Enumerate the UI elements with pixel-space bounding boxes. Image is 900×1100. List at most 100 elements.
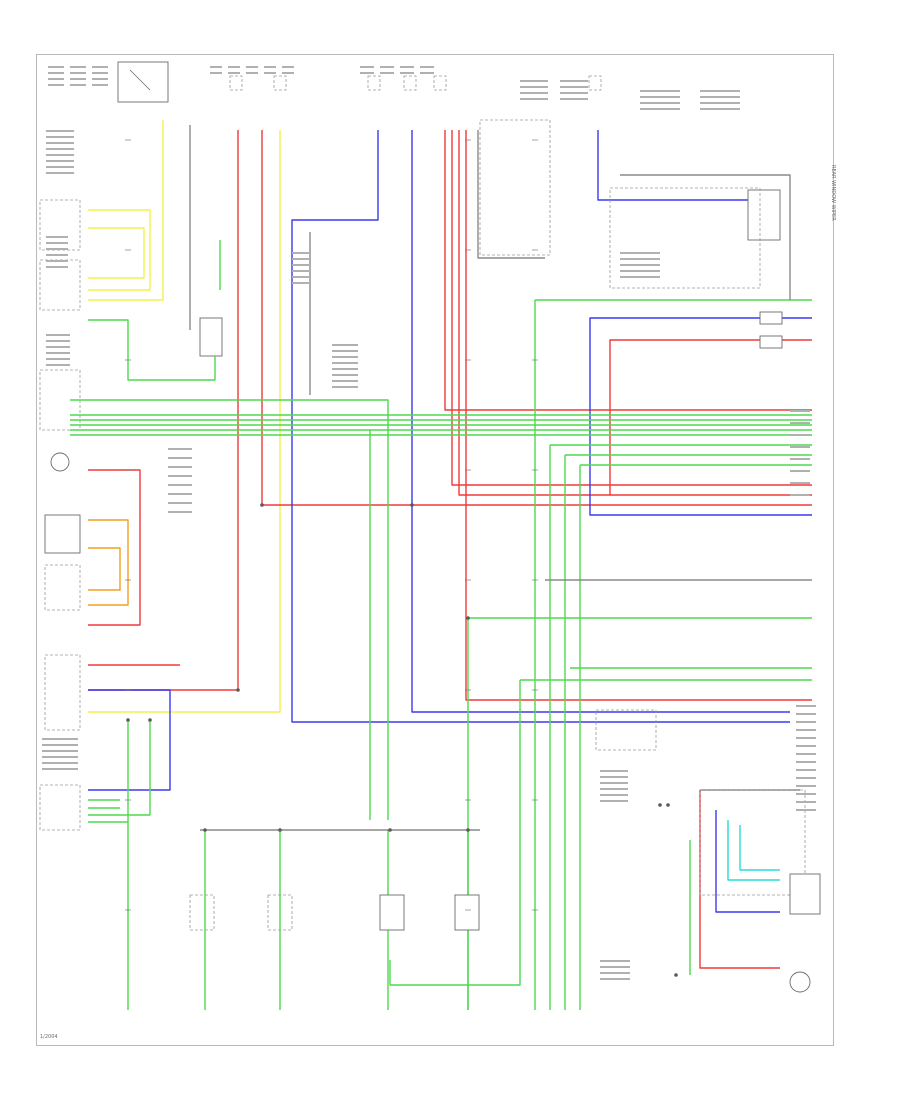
annotation-mark — [520, 80, 548, 82]
fuse-3 — [403, 75, 417, 91]
annotation-mark — [210, 72, 222, 74]
annotation-mark — [600, 776, 628, 778]
annotation-mark — [46, 248, 68, 250]
fuse-2 — [367, 75, 381, 91]
wire-red-bus-2 — [458, 130, 812, 496]
annotation-mark — [332, 344, 358, 346]
annotation-mark — [46, 154, 74, 156]
annotation-mark — [92, 72, 108, 74]
left-motor — [50, 452, 70, 472]
left-rear-switch — [44, 564, 81, 611]
wire-gray-top — [477, 130, 545, 259]
annotation-mark — [282, 72, 294, 74]
splice-11 — [666, 803, 670, 807]
annotation-mark — [46, 242, 68, 244]
annotation-mark — [46, 160, 74, 162]
annotation-mark — [46, 364, 70, 366]
splice-8 — [126, 718, 130, 722]
annotation-mark — [332, 386, 358, 388]
annotation-mark — [70, 78, 86, 80]
annotation-mark — [42, 744, 78, 746]
annotation-mark — [420, 72, 434, 74]
rear-wiper-relay — [199, 317, 223, 357]
wire-red-bus-0 — [444, 130, 812, 411]
wire-yellow-long — [88, 130, 281, 713]
annotation-mark — [796, 777, 816, 779]
wire-red-rr-motor — [699, 790, 780, 969]
annotation-mark — [332, 356, 358, 358]
wire-yellow-switch-2 — [88, 227, 145, 279]
annotation-mark — [600, 960, 630, 962]
annotation-mark — [264, 72, 276, 74]
annotation-mark — [48, 72, 64, 74]
annotation-mark — [560, 98, 588, 100]
wire-cyan-1 — [727, 820, 780, 881]
annotation-mark — [46, 254, 68, 256]
wire-green-left-conn — [88, 720, 151, 816]
annotation-mark — [292, 276, 310, 278]
center-junction — [479, 119, 551, 256]
annotation-mark — [620, 276, 660, 278]
annotation-mark — [620, 258, 660, 260]
annotation-mark — [796, 713, 816, 715]
annotation-mark — [640, 108, 680, 110]
fuse-0 — [229, 75, 243, 91]
annotation-mark — [46, 352, 70, 354]
annotation-mark — [246, 66, 258, 68]
annotation-mark — [520, 92, 548, 94]
annotation-mark — [796, 785, 816, 787]
annotation-mark — [228, 66, 240, 68]
annotation-mark — [700, 90, 740, 92]
splice-0 — [236, 688, 240, 692]
annotation-mark — [790, 482, 810, 484]
annotation-mark — [640, 96, 680, 98]
wire-red-right — [609, 339, 812, 495]
annotation-mark — [796, 729, 816, 731]
annotation-mark — [48, 66, 64, 68]
annotation-mark — [600, 782, 628, 784]
annotation-mark — [46, 334, 70, 336]
annotation-mark — [520, 98, 548, 100]
splice-12 — [674, 973, 678, 977]
wire-green-down — [70, 399, 389, 820]
fuse-5 — [588, 75, 602, 91]
annotation-mark — [48, 84, 64, 86]
splice-7 — [466, 828, 470, 832]
wire-blue-right — [589, 317, 812, 516]
right-upper-block — [609, 187, 761, 289]
annotation-mark — [292, 282, 310, 284]
annotation-mark — [168, 466, 192, 468]
ground-component-2 — [454, 894, 480, 931]
annotation-mark — [796, 721, 816, 723]
splice-3 — [466, 616, 470, 620]
left-control-module — [44, 654, 81, 731]
splice-10 — [658, 803, 662, 807]
ground-component-3 — [189, 894, 215, 931]
annotation-mark — [168, 484, 192, 486]
splice-4 — [388, 828, 392, 832]
annotation-mark — [46, 136, 74, 138]
annotation-mark — [600, 788, 628, 790]
right-connector-2 — [759, 335, 783, 349]
annotation-mark — [790, 434, 810, 436]
annotation-mark — [790, 410, 810, 412]
annotation-mark — [332, 380, 358, 382]
annotation-mark — [46, 130, 74, 132]
annotation-mark — [42, 738, 78, 740]
annotation-mark — [360, 72, 374, 74]
annotation-mark — [796, 793, 816, 795]
annotation-mark — [600, 770, 628, 772]
annotation-mark — [46, 266, 68, 268]
annotation-mark — [70, 66, 86, 68]
annotation-mark — [520, 86, 548, 88]
annotation-mark — [420, 66, 434, 68]
annotation-mark — [264, 66, 276, 68]
annotation-mark — [46, 172, 74, 174]
annotation-mark — [168, 457, 192, 459]
annotation-mark — [796, 809, 816, 811]
annotation-mark — [92, 66, 108, 68]
wire-yellow-switch — [88, 209, 151, 291]
annotation-mark — [796, 801, 816, 803]
wire-yellow-supply — [88, 120, 164, 301]
annotation-mark — [332, 374, 358, 376]
